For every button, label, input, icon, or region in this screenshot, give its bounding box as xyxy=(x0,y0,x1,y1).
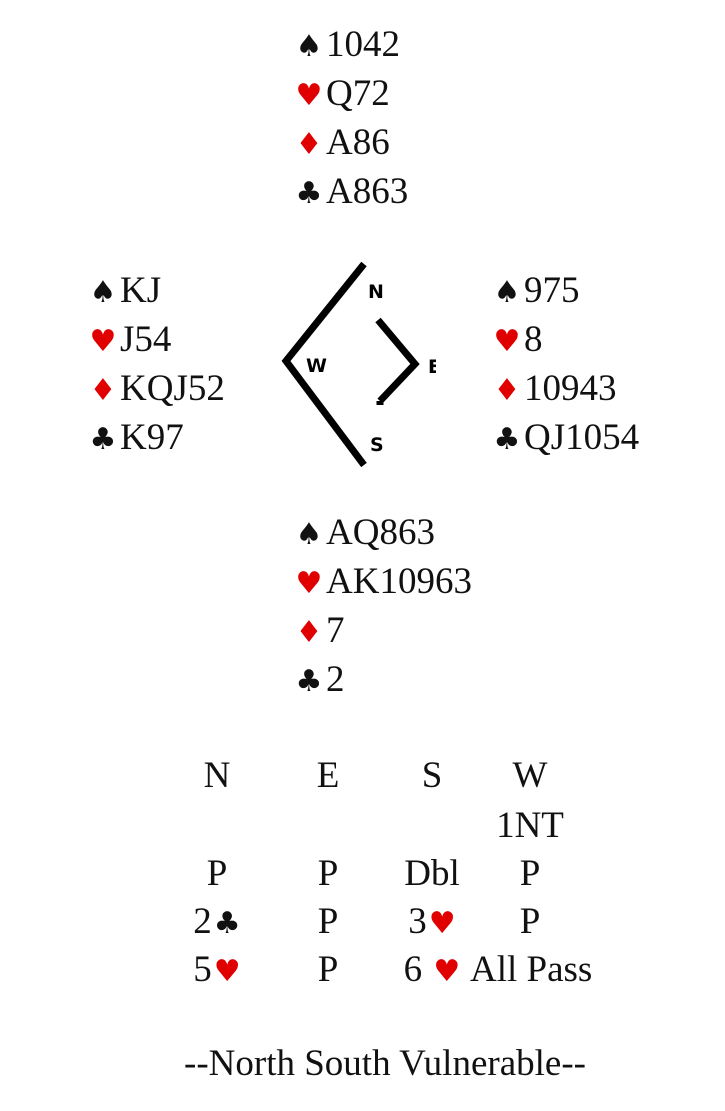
north-diamond-cards: A86 xyxy=(326,122,390,163)
bidding-header-e: E xyxy=(316,755,340,796)
south-suit-row: ♥AK10963 xyxy=(292,557,472,606)
club-icon: ♣ xyxy=(213,906,241,941)
bid-cell: All Pass xyxy=(470,946,593,994)
bid-text: 6 xyxy=(403,949,432,990)
diamond-icon: ♦ xyxy=(295,127,323,162)
north-suit-row: ♦A86 xyxy=(292,118,408,167)
south-club-cards: 2 xyxy=(326,659,345,700)
south-suit-row: ♣2 xyxy=(292,655,472,704)
spade-icon: ♠ xyxy=(89,275,117,310)
bid-text: P xyxy=(206,853,228,894)
bid-text: P xyxy=(317,853,339,894)
north-spade-cards: 1042 xyxy=(326,24,400,65)
hand-north: ♠1042♥Q72♦A86♣A863 xyxy=(292,20,409,216)
heart-icon: ♥ xyxy=(433,954,461,989)
vulnerability-footer: --North South Vulnerable-- xyxy=(184,1043,586,1084)
diamond-icon: ♦ xyxy=(89,373,117,408)
bid-cell: Dbl xyxy=(372,850,492,898)
compass-label-s: S xyxy=(370,434,384,456)
diamond-icon: ♦ xyxy=(295,615,323,650)
club-icon: ♣ xyxy=(89,422,117,457)
north-club-cards: A863 xyxy=(326,171,409,212)
south-diamond-cards: 7 xyxy=(326,610,345,651)
bid-cell: 1NT xyxy=(470,802,590,850)
bidding-header-n: N xyxy=(203,755,231,796)
club-icon: ♣ xyxy=(295,176,323,211)
bid-cell: P xyxy=(470,898,590,946)
club-icon: ♣ xyxy=(295,664,323,699)
hand-east: ♠975♥8♦10943♣QJ1054 xyxy=(490,266,640,462)
east-suit-row: ♥8 xyxy=(490,315,639,364)
heart-icon: ♥ xyxy=(295,78,323,113)
bid-text: P xyxy=(317,949,339,990)
spade-icon: ♠ xyxy=(493,275,521,310)
bid-text: All Pass xyxy=(470,949,593,990)
south-heart-cards: AK10963 xyxy=(326,561,472,602)
compass-label-n: N xyxy=(368,281,384,303)
compass-label-e: E xyxy=(428,356,436,378)
bid-text: 5 xyxy=(193,949,212,990)
east-suit-row: ♦10943 xyxy=(490,364,639,413)
hand-west: ♠KJ♥J54♦KQJ52♣K97 xyxy=(86,266,225,462)
bid-text: P xyxy=(519,901,541,942)
diamond-icon: ♦ xyxy=(493,373,521,408)
bid-cell: P xyxy=(268,898,388,946)
bid-cell: P xyxy=(470,850,590,898)
east-spade-cards: 975 xyxy=(524,270,580,311)
bid-text: P xyxy=(317,901,339,942)
east-suit-row: ♣QJ1054 xyxy=(490,413,640,462)
heart-icon: ♥ xyxy=(428,906,456,941)
south-suit-row: ♠AQ863 xyxy=(292,508,472,557)
east-diamond-cards: 10943 xyxy=(524,368,617,409)
bid-text: Dbl xyxy=(404,853,460,894)
bid-cell: P xyxy=(268,946,388,994)
compass-west-edge xyxy=(281,261,367,468)
south-spade-cards: AQ863 xyxy=(326,512,435,553)
west-suit-row: ♣K97 xyxy=(86,413,225,462)
east-club-cards: QJ1054 xyxy=(524,417,640,458)
compass-label-w: W xyxy=(306,355,327,377)
west-spade-cards: KJ xyxy=(120,270,162,311)
heart-icon: ♥ xyxy=(213,954,241,989)
heart-icon: ♥ xyxy=(493,324,521,359)
bid-cell: 2♣ xyxy=(157,898,277,948)
hand-south: ♠AQ863♥AK10963♦7♣2 xyxy=(292,508,472,704)
bid-text: 2 xyxy=(193,901,212,942)
spade-icon: ♠ xyxy=(295,29,323,64)
club-icon: ♣ xyxy=(493,422,521,457)
bid-cell: 5♥ xyxy=(157,946,277,996)
south-suit-row: ♦7 xyxy=(292,606,472,655)
north-suit-row: ♥Q72 xyxy=(292,69,408,118)
west-club-cards: K97 xyxy=(120,417,184,458)
east-heart-cards: 8 xyxy=(524,319,543,360)
heart-icon: ♥ xyxy=(89,324,117,359)
north-heart-cards: Q72 xyxy=(326,73,390,114)
heart-icon: ♥ xyxy=(295,566,323,601)
bidding-header-s: S xyxy=(421,755,443,796)
compass-east-edge xyxy=(375,317,420,404)
bid-cell: 3♥ xyxy=(372,898,492,948)
north-suit-row: ♣A863 xyxy=(292,167,409,216)
north-suit-row: ♠1042 xyxy=(292,20,408,69)
compass-diamond: N W E S xyxy=(281,261,436,468)
spade-icon: ♠ xyxy=(295,517,323,552)
west-suit-row: ♥J54 xyxy=(86,315,225,364)
bid-text: 3 xyxy=(408,901,427,942)
bid-cell: P xyxy=(157,850,277,898)
west-diamond-cards: KQJ52 xyxy=(120,368,225,409)
bid-cell: 6 ♥ xyxy=(372,946,492,996)
west-heart-cards: J54 xyxy=(120,319,172,360)
west-suit-row: ♠KJ xyxy=(86,266,225,315)
east-suit-row: ♠975 xyxy=(490,266,639,315)
bidding-header-w: W xyxy=(512,755,548,796)
west-suit-row: ♦KQJ52 xyxy=(86,364,225,413)
bid-cell: P xyxy=(268,850,388,898)
bid-text: 1NT xyxy=(496,805,564,846)
bid-text: P xyxy=(519,853,541,894)
